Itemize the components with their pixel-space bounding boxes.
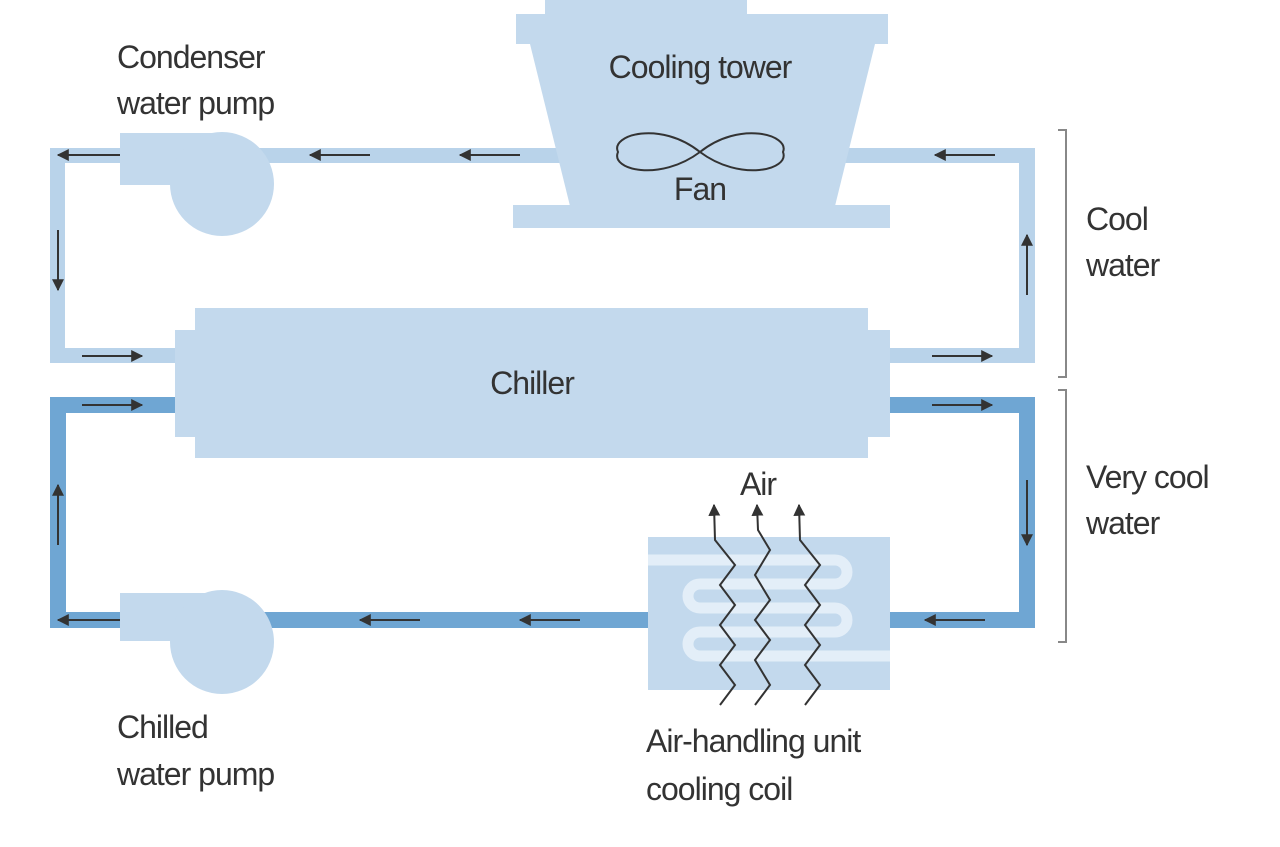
air-label: Air [740, 466, 777, 502]
cooling-tower [513, 0, 890, 228]
ahu-label: Air-handling unit [646, 723, 861, 759]
very-cool-water-label-2: water [1085, 505, 1161, 541]
cool-water-label: Cool [1086, 201, 1148, 237]
chilled-water-pump [120, 590, 274, 694]
very-cool-water-label: Very cool [1086, 459, 1209, 495]
ahu-label-2: cooling coil [646, 771, 792, 807]
condenser-water-pump [120, 132, 274, 236]
very-cool-water-bracket [1058, 389, 1067, 643]
flow-direction-arrows [52, 149, 1033, 626]
chiller [175, 308, 890, 458]
chilled-pump-label: Chilled [117, 709, 208, 745]
air-flow-arrows [708, 503, 822, 706]
condenser-pump-label: Condenser [117, 39, 266, 75]
condenser-pump-label-2: water pump [116, 85, 274, 121]
cool-water-bracket [1058, 129, 1067, 378]
cooling-tower-label: Cooling tower [609, 49, 793, 85]
cool-water-label-2: water [1085, 247, 1161, 283]
air-handling-unit-coil [648, 537, 890, 690]
chilled-pump-label-2: water pump [116, 756, 274, 792]
fan-label: Fan [674, 171, 726, 207]
fan-icon [616, 132, 785, 172]
chiller-label: Chiller [490, 365, 575, 401]
